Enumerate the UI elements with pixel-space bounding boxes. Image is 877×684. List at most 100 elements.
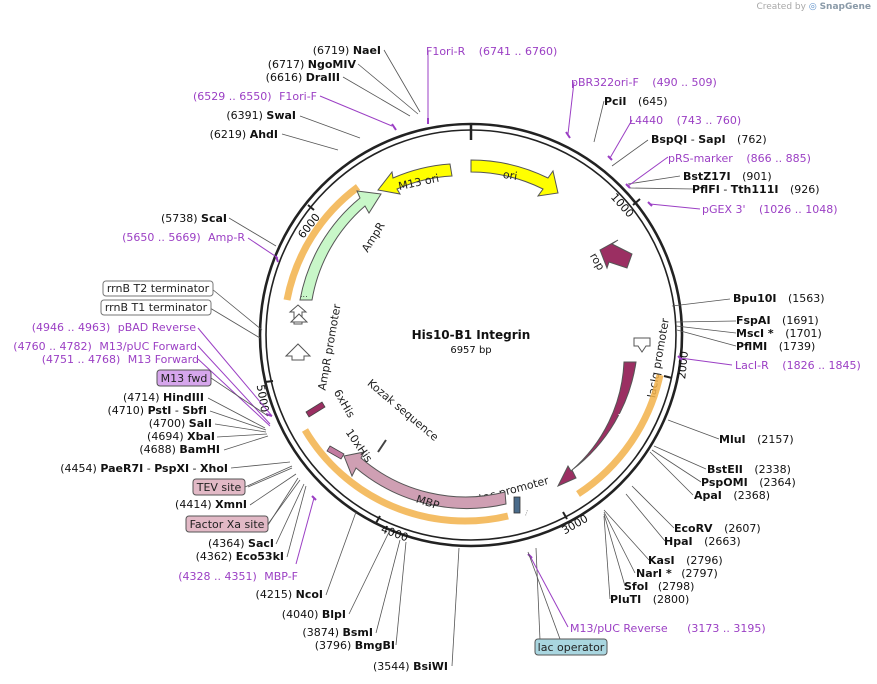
- site-name: ApaI: [694, 489, 722, 502]
- tick-mark: [632, 198, 641, 206]
- m13-ori-arrow: [377, 163, 453, 195]
- leader-line: [676, 329, 737, 347]
- leader-line: [451, 547, 460, 667]
- site-name: NarI *: [636, 567, 672, 580]
- site-pos: (6717): [268, 58, 305, 71]
- leader-line: [527, 551, 561, 640]
- leader-line: [325, 511, 357, 596]
- site-name: NcoI: [296, 588, 323, 601]
- leader-line: [603, 509, 650, 561]
- primer-name: pBR322ori-F: [571, 76, 639, 89]
- site-pos: (1701): [785, 327, 822, 340]
- primer-range: (3173 .. 3195): [687, 622, 766, 635]
- ampr-halo: [283, 184, 361, 301]
- site-label-apai: ApaI (2368): [694, 489, 770, 502]
- site-name: BamHI: [179, 443, 220, 456]
- primer-leader-line: [649, 203, 701, 210]
- primer-name: pRS-marker: [668, 152, 733, 165]
- rrnb-t1-arrow: [284, 343, 312, 361]
- site-pos: (645): [638, 95, 668, 108]
- primer-range: (4946 .. 4963): [32, 321, 111, 334]
- site-label-sali: (4700) SalI: [149, 417, 212, 430]
- leader-line: [275, 483, 305, 545]
- primer-name: M13/pUC Reverse: [570, 622, 668, 635]
- leader-line: [603, 513, 626, 587]
- leader-line: [210, 377, 269, 417]
- leader-line: [625, 493, 666, 542]
- site-pos: (4364): [208, 537, 245, 550]
- boxed-labels: rrnB T2 terminator rrnB T1 terminator M1…: [100, 280, 608, 656]
- ampr-arrow: [299, 190, 382, 301]
- leader-line: [667, 419, 720, 440]
- primer-range: (1826 .. 1845): [782, 359, 861, 372]
- leader-line: [209, 410, 267, 431]
- leader-line: [675, 320, 737, 323]
- primer-marks: [265, 118, 683, 559]
- primer-label-amp-r: (5650 .. 5669) Amp-R: [122, 231, 245, 244]
- leader-line: [216, 433, 268, 438]
- primer-label-pgex3: pGEX 3' (1026 .. 1048): [702, 203, 838, 216]
- site-label-draiii: (6616) DraIII: [266, 71, 340, 84]
- site-name: SacI: [248, 537, 274, 550]
- site-label-ahdi: (6219) AhdI: [210, 128, 278, 141]
- primer-name: Amp-R: [208, 231, 245, 244]
- site-label-paer7i: (4454) PaeR7I - PspXI - XhoI: [60, 462, 228, 475]
- primer-name: pGEX 3': [702, 203, 746, 216]
- laci-label: lacI: [611, 412, 630, 434]
- laci-arrow: [556, 361, 637, 488]
- primer-mark: [677, 355, 683, 361]
- primer-label-prs-marker: pRS-marker (866 .. 885): [668, 152, 811, 165]
- site-label-kasi: KasI (2796): [648, 554, 723, 567]
- site-name: PstI: [148, 404, 172, 417]
- primer-range: (1026 .. 1048): [759, 203, 838, 216]
- site-pos: (3874): [302, 626, 339, 639]
- ampr-fragment-dots: ...: [300, 290, 308, 299]
- site-label-bpu10i: Bpu10I (1563): [733, 292, 825, 305]
- site-pos: (762): [737, 133, 767, 146]
- leader-line: [247, 467, 293, 488]
- tick-mark: [562, 511, 568, 520]
- site-pos: (2364): [759, 476, 796, 489]
- leader-line: [631, 485, 675, 529]
- site-pos: (4688): [139, 443, 176, 456]
- snapgene-credit: Created by ◎ SnapGene: [756, 2, 871, 12]
- primer-leader-line: [295, 497, 315, 565]
- primer-name: M13/pUC Forward: [99, 340, 197, 353]
- primer-range: (743 .. 760): [677, 114, 742, 127]
- leader-line: [629, 187, 695, 190]
- leader-line: [228, 217, 277, 247]
- site-pos: (4040): [282, 608, 319, 621]
- site-pos: (1739): [779, 340, 816, 353]
- site-pos: (4710): [107, 404, 144, 417]
- leader-line: [299, 115, 361, 139]
- site-label-bstz17i: BstZ17I (901): [683, 170, 772, 183]
- site-name: SalI: [189, 417, 212, 430]
- leader-line: [611, 139, 649, 167]
- primer-range: (6741 .. 6760): [479, 45, 558, 58]
- site-name: PciI: [604, 95, 626, 108]
- site-label-bsmi: (3874) BsmI: [302, 626, 373, 639]
- primer-leader-line: [319, 95, 393, 127]
- site-pos: (2796): [686, 554, 723, 567]
- leader-line: [671, 298, 731, 307]
- leader-line: [244, 465, 293, 488]
- primer-label-f1ori-f: (6529 .. 6550) F1ori-F: [193, 90, 317, 103]
- site-label-ngomiv: (6717) NgoMIV: [268, 58, 357, 71]
- site-label-eco53ki: (4362) Eco53kI: [196, 550, 284, 563]
- site-label-bmgbi: (3796) BmgBI: [315, 639, 395, 652]
- site-name: MluI: [719, 433, 746, 446]
- site-pos: (2368): [733, 489, 770, 502]
- leader-line: [214, 423, 267, 433]
- site-label-hindiii: (4714) HindIII: [123, 391, 204, 404]
- rrnb-t2-arrow: [289, 313, 309, 323]
- leader-line: [286, 485, 307, 558]
- site-label-hpai: HpaI (2663): [664, 535, 741, 548]
- leader-line: [649, 451, 694, 496]
- primer-mark: [625, 183, 631, 189]
- leader-line: [230, 461, 291, 469]
- his6-box: [305, 401, 326, 418]
- primer-range: (4751 .. 4768): [42, 353, 121, 366]
- site-name: Bpu10I: [733, 292, 777, 305]
- leader-line: [651, 449, 702, 483]
- primer-label-pbad-reverse: (4946 .. 4963) pBAD Reverse: [32, 321, 197, 334]
